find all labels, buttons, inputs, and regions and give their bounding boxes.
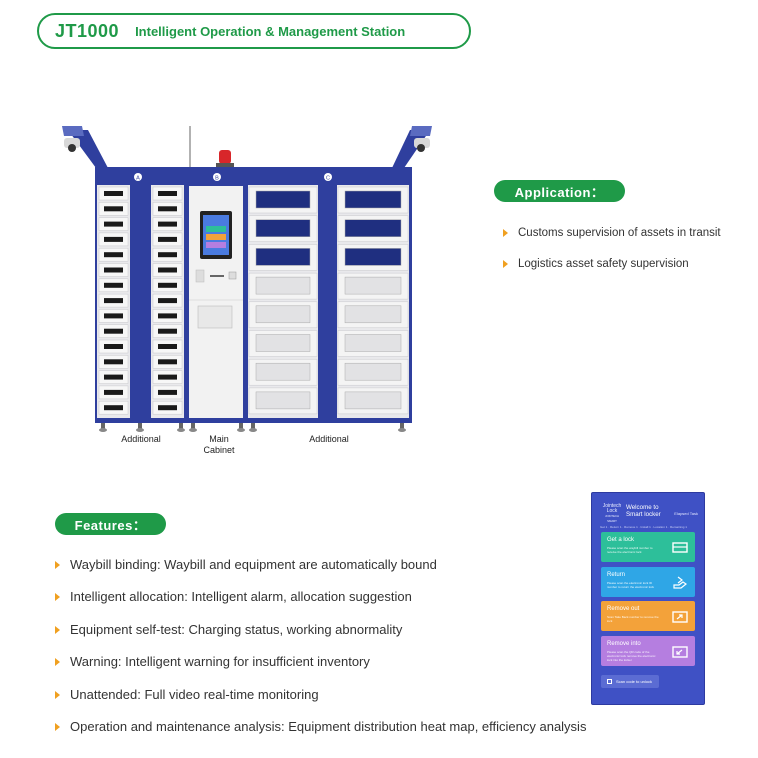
bullet-arrow-icon xyxy=(55,657,60,666)
cabinet-foot xyxy=(237,428,245,432)
card-reader-icon xyxy=(195,269,205,283)
get-lock-button[interactable]: Get a lock Please scan the waybill numbe… xyxy=(601,532,695,562)
section-c-label: C xyxy=(326,176,330,182)
phone-header: Jointech Lock JOINTECH SMART Welcome to … xyxy=(598,501,698,531)
list-item: Waybill binding: Waybill and equipment a… xyxy=(55,557,437,572)
bullet-arrow-icon xyxy=(55,560,60,569)
cabinet-feet xyxy=(99,423,406,432)
bullet-arrow-icon xyxy=(55,690,60,699)
hand-return-icon xyxy=(673,576,688,589)
list-item: Intelligent allocation: Intelligent alar… xyxy=(55,589,412,604)
box-out-icon xyxy=(672,611,688,623)
bullet-arrow-icon xyxy=(55,625,60,634)
scan-unlock-button[interactable]: Scan code to unlock xyxy=(601,675,659,688)
box-in-icon xyxy=(672,646,688,658)
bullet-arrow-icon xyxy=(503,229,508,237)
alarm-light-icon xyxy=(219,150,231,164)
list-item: Unattended: Full video real-time monitor… xyxy=(55,687,319,702)
product-name: Intelligent Operation & Management Stati… xyxy=(135,23,406,39)
list-item: Customs supervision of assets in transit xyxy=(503,227,721,239)
qr-scan-icon xyxy=(607,679,612,684)
brand-logo: Jointech Lock JOINTECH SMART xyxy=(602,503,622,524)
title-banner: JT1000 Intelligent Operation & Managemen… xyxy=(37,13,471,49)
user-label: Elapsed Task xyxy=(674,511,698,516)
application-heading: Application： xyxy=(494,180,625,202)
cabinet-foot xyxy=(398,428,406,432)
caption-main-line2: Cabinet xyxy=(203,445,235,455)
bullet-arrow-icon xyxy=(55,722,60,731)
cabinet-foot xyxy=(189,428,197,432)
list-item: Equipment self-test: Charging status, wo… xyxy=(55,622,402,637)
left-camera-icon xyxy=(64,138,80,148)
caption-main-line1: Main xyxy=(209,434,229,444)
status-summary: Get 1 · Return 1 · Remove 1 · Install 1 … xyxy=(600,525,687,529)
list-item: Warning: Intelligent warning for insuffi… xyxy=(55,654,370,669)
welcome-text: Welcome to Smart locker xyxy=(626,504,661,518)
bullet-arrow-icon xyxy=(503,260,508,268)
cabinet-foot xyxy=(99,428,107,432)
cabinet-foot xyxy=(136,428,144,432)
list-item: Logistics asset safety supervision xyxy=(503,258,689,270)
remove-into-button[interactable]: Remove into Please scan the QR code of t… xyxy=(601,636,695,666)
phone-app-screen: Jointech Lock JOINTECH SMART Welcome to … xyxy=(591,492,705,705)
section-a-label: A xyxy=(136,176,140,182)
tray-icon xyxy=(672,542,688,553)
cabinet-foot xyxy=(177,428,185,432)
caption-main: Main Cabinet xyxy=(194,434,244,456)
big-locker-grid xyxy=(248,185,409,418)
main-drop-slot xyxy=(197,305,233,329)
section-b-label: B xyxy=(215,176,219,182)
small-locker-grid xyxy=(97,185,184,418)
list-item: Operation and maintenance analysis: Equi… xyxy=(55,719,586,734)
caption-right: Additional xyxy=(309,434,349,444)
remove-out-button[interactable]: Remove out Scan Take Back number to remo… xyxy=(601,601,695,631)
product-model: JT1000 xyxy=(55,20,120,41)
caption-left: Additional xyxy=(121,434,161,444)
return-button[interactable]: Return Please scan the electronic lock I… xyxy=(601,567,695,597)
features-heading: Features： xyxy=(55,513,166,535)
cabinet-foot xyxy=(249,428,257,432)
bullet-arrow-icon xyxy=(55,592,60,601)
